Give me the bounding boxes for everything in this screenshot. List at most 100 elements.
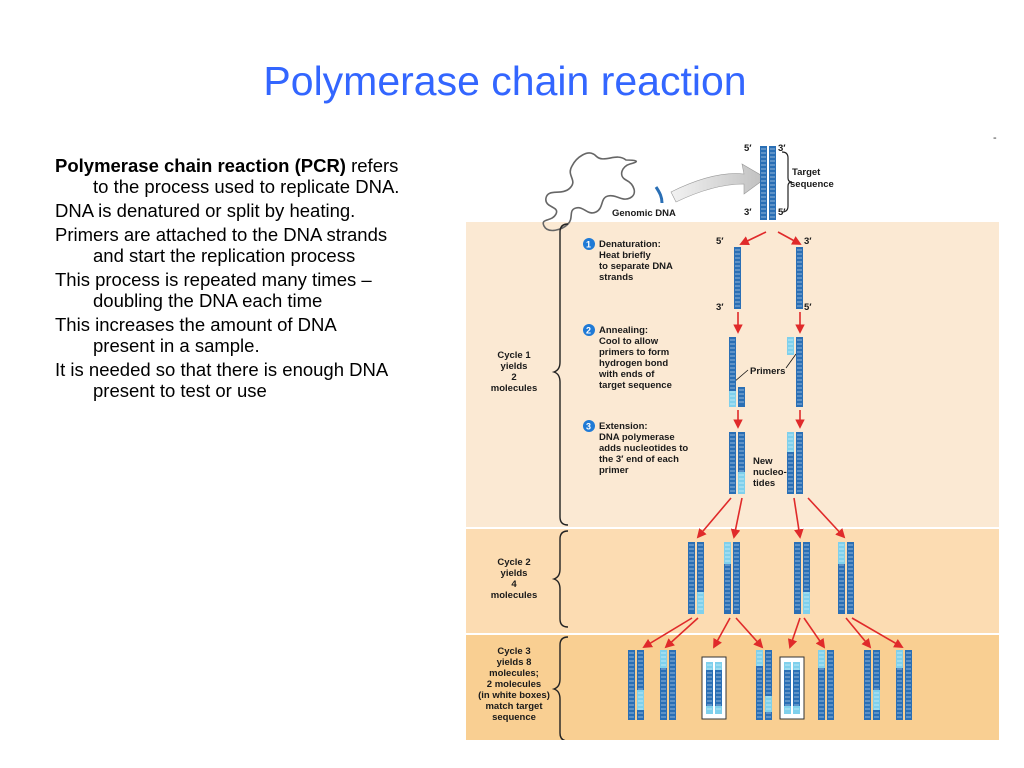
c3-duplex-5-right <box>827 650 834 720</box>
genomic-target-segment <box>654 186 664 204</box>
step2-line-5: with ends of <box>598 369 655 380</box>
cycle3-line-6: match target <box>485 701 543 712</box>
big-grey-arrow <box>670 163 767 203</box>
cycle1-line-2: yields <box>501 361 528 372</box>
target-duplex-left <box>760 146 767 220</box>
primers-pointer-right <box>785 353 797 369</box>
c2-duplex-4-left <box>838 542 845 614</box>
cycle1-line-4: molecules <box>491 383 537 394</box>
step1-line-4: strands <box>599 272 633 283</box>
extended-right-right <box>796 432 803 494</box>
target-duplex-right-backbone <box>769 146 776 220</box>
c3-duplex-7-left-primer-0 <box>896 650 903 668</box>
target-bracket <box>781 151 793 213</box>
cycle3-panel <box>466 635 999 740</box>
step3-line-1: Extension: <box>599 421 648 432</box>
top-end-3-label: 3′ <box>778 143 786 154</box>
step1-badge <box>583 238 595 250</box>
annealed-left-primer-backbone <box>738 387 745 407</box>
cycle3-label: Cycle 3 yields 8 molecules; 2 molecules … <box>478 646 550 723</box>
c3-duplex-3-left <box>756 650 763 720</box>
cycle1-line-1: Cycle 1 <box>497 350 531 361</box>
step2-label: 2 Annealing: Cool to allow primers to fo… <box>583 324 672 391</box>
cycle1-line-3: 2 <box>511 372 516 383</box>
step2-line-2: Cool to allow <box>599 336 659 347</box>
pcr-figure: Genomic DNA 5′ 3′ 3′ 5′ Target sequence … <box>466 132 1002 740</box>
c2-duplex-4-right-backbone <box>847 542 854 614</box>
bullet-pcr-term: Polymerase chain reaction (PCR) <box>55 155 346 176</box>
bullet-needed: It is needed so that there is enough DNA… <box>55 359 388 401</box>
c2-duplex-3-right <box>803 542 810 614</box>
new-nucleotides-3: tides <box>753 478 775 489</box>
c3-duplex-2-left <box>706 662 713 714</box>
step1-line-3: to separate DNA <box>599 261 673 272</box>
corner-mark: - <box>993 132 997 144</box>
denatured-right <box>796 247 803 309</box>
target-duplex-right <box>769 146 776 220</box>
cycle3-line-4: 2 molecules <box>487 679 541 690</box>
c2-duplex-1-right-backbone <box>697 542 704 614</box>
genomic-dna-label: Genomic DNA <box>612 208 676 219</box>
step1-label: 1 Denaturation: Heat briefly to separate… <box>583 238 673 283</box>
c3-duplex-4-right-primer-1 <box>793 706 800 714</box>
c3-duplex-1-right <box>669 650 676 720</box>
annealed-left-strand <box>729 337 736 407</box>
c3-duplex-5-left-primer-0 <box>818 650 825 668</box>
c2-duplex-3-right-backbone <box>803 542 810 614</box>
c3-duplex-4-left <box>784 662 791 714</box>
cycle2-panel <box>466 529 999 633</box>
step2-badge <box>583 324 595 336</box>
step2-line-6: target sequence <box>599 380 672 391</box>
annealed-right-primer-primer-0 <box>787 337 794 355</box>
c3-white-box-2 <box>701 656 727 720</box>
c3-duplex-0-right-primer-0 <box>637 690 644 710</box>
cycle2-line-2: yields <box>501 568 528 579</box>
arrow-c2-1 <box>696 497 732 539</box>
cycle3-line-1: Cycle 3 <box>497 646 530 657</box>
c2-duplex-1-left-backbone <box>688 542 695 614</box>
arrow-c3-6 <box>803 617 826 649</box>
process-arrows <box>642 231 904 649</box>
annealed-right-strand <box>796 337 803 407</box>
dna-strands <box>628 146 912 720</box>
c3-duplex-6-right-primer-0 <box>873 690 880 710</box>
step1-line-2: Heat briefly <box>599 250 651 261</box>
c3-duplex-2-right <box>715 662 722 714</box>
cycle2-line-4: molecules <box>491 590 537 601</box>
step3-badge <box>583 420 595 432</box>
step3-number: 3 <box>586 422 591 432</box>
step2-line-3: primers to form <box>599 347 669 358</box>
c2-duplex-2-left-backbone <box>724 542 731 614</box>
new-nucleotides-1: New <box>753 456 773 467</box>
cycle1-label: Cycle 1 yields 2 molecules <box>491 350 537 394</box>
c3-duplex-2-right-backbone <box>715 662 722 714</box>
c3-duplex-5-left <box>818 650 825 720</box>
c3-duplex-4-right-primer-0 <box>793 662 800 670</box>
c3-duplex-2-right-primer-1 <box>715 706 722 714</box>
c3-duplex-2-right-primer-0 <box>715 662 722 670</box>
c3-duplex-7-left <box>896 650 903 720</box>
c3-duplex-2-left-backbone <box>706 662 713 714</box>
primers-label: Primers <box>750 366 785 377</box>
arrow-c3-8 <box>851 617 904 648</box>
c2-duplex-2-right-backbone <box>733 542 740 614</box>
cycle3-line-5: (in white boxes) <box>478 690 550 701</box>
arrow-c3-1 <box>642 617 693 648</box>
bottom-end-3-label: 3′ <box>744 207 752 218</box>
extended-right-left <box>787 432 794 494</box>
step2-line-4: hydrogen bond <box>599 358 668 369</box>
arrow-c2-4 <box>807 497 846 539</box>
denatured-left <box>734 247 741 309</box>
cycle2-brace <box>551 530 569 628</box>
cycle3-line-2: yields 8 <box>497 657 532 668</box>
bullet-list: Polymerase chain reaction (PCR) refers t… <box>55 155 400 404</box>
arrow-c3-3 <box>713 617 731 649</box>
c3-duplex-4-right <box>793 662 800 714</box>
c2-duplex-1-left <box>688 542 695 614</box>
bullet-repeat: This process is repeated many times – do… <box>55 269 372 311</box>
arrow-c3-4 <box>735 617 764 649</box>
c2-duplex-3-left-backbone <box>794 542 801 614</box>
extended-left-right <box>738 432 745 494</box>
arrow-c3-7 <box>845 617 872 649</box>
arrow-c3-2 <box>664 617 699 649</box>
